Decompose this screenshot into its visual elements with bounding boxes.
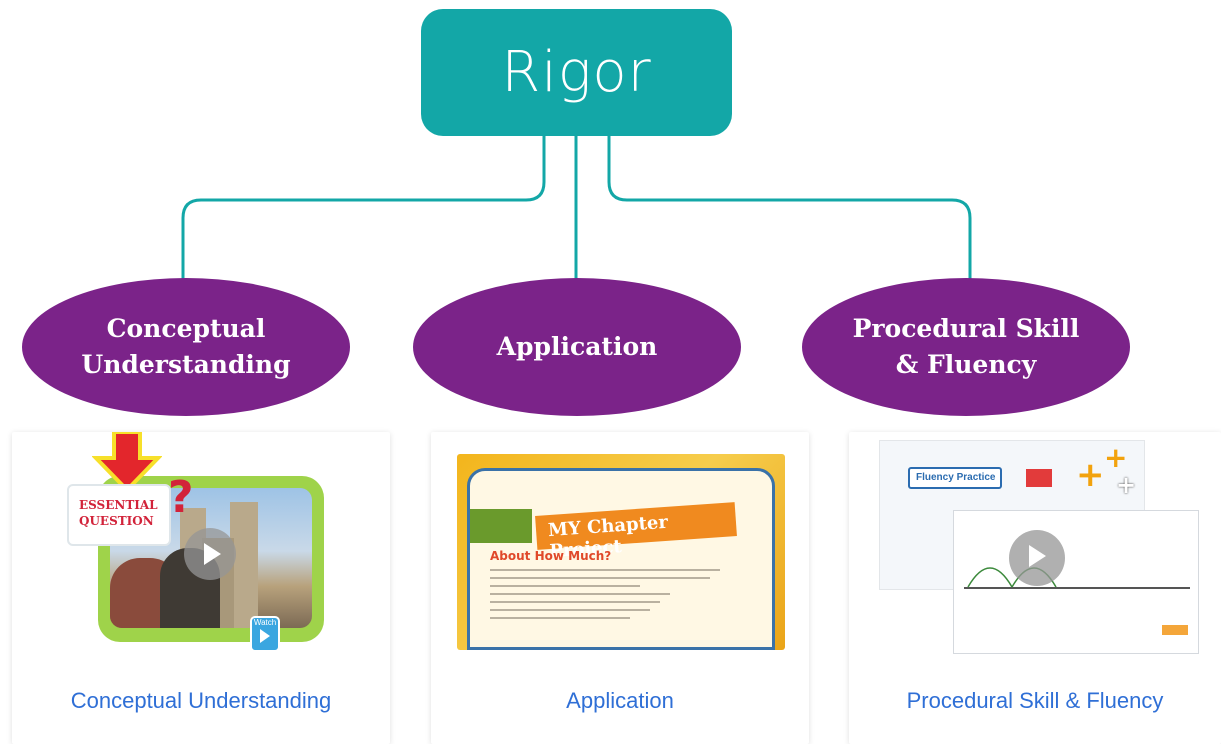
connector-right: [607, 136, 972, 280]
play-icon[interactable]: [1009, 530, 1065, 586]
node-procedural-skill-fluency: Procedural Skill & Fluency: [802, 278, 1130, 416]
node-label-line: Understanding: [81, 350, 291, 379]
number-line: [964, 587, 1190, 589]
number-line-activity: [953, 510, 1199, 654]
node-application: Application: [413, 278, 741, 416]
essential-question-badge: ESSENTIAL QUESTION: [67, 484, 171, 546]
plus-icon: +: [1116, 471, 1137, 499]
node-label-line: Procedural Skill: [852, 313, 1080, 343]
card-link-application[interactable]: Application: [566, 688, 674, 713]
project-subhead: About How Much?: [490, 549, 612, 563]
question-mark-icon: ?: [168, 472, 194, 523]
project-sheet: MY Chapter Project About How Much?: [467, 468, 775, 650]
connector-left: [181, 136, 546, 280]
fluency-title: Fluency Practice: [908, 467, 1002, 489]
thumbnail-chapter-project[interactable]: MY Chapter Project About How Much?: [457, 454, 785, 650]
text-lines: [490, 569, 720, 625]
node-conceptual-understanding: Conceptual Understanding: [22, 278, 350, 416]
arrow-down-icon: [92, 432, 162, 490]
project-title: MY Chapter Project: [535, 502, 737, 562]
card-conceptual-understanding[interactable]: ESSENTIAL QUESTION ? Watch Conceptual Un…: [12, 432, 390, 744]
green-tab: [470, 509, 532, 543]
node-label-line: Application: [496, 331, 658, 361]
node-label-line: & Fluency: [895, 350, 1037, 379]
card-procedural-skill-fluency[interactable]: Fluency Practice + + + Procedural Skill …: [849, 432, 1221, 744]
root-label: Rigor: [501, 40, 652, 105]
plus-icon: +: [1104, 441, 1128, 474]
watch-label: Watch: [253, 618, 277, 627]
card-link-conceptual[interactable]: Conceptual Understanding: [70, 688, 332, 713]
badge-text: ESSENTIAL: [79, 498, 158, 512]
card-link-procedural[interactable]: Procedural Skill & Fluency: [906, 688, 1164, 713]
watch-icon[interactable]: Watch: [250, 616, 280, 652]
badge-text: QUESTION: [79, 513, 154, 528]
node-label-line: Conceptual: [106, 313, 266, 343]
check-button[interactable]: [1162, 625, 1188, 635]
thumbnail-fluency-practice[interactable]: Fluency Practice + + +: [879, 440, 1199, 660]
play-icon[interactable]: [184, 528, 236, 580]
plus-icon: +: [1076, 455, 1105, 495]
card-application[interactable]: MY Chapter Project About How Much? Appli…: [431, 432, 809, 744]
root-node-rigor: Rigor: [421, 9, 732, 136]
thumbnail-video-conceptual[interactable]: ESSENTIAL QUESTION ? Watch: [64, 432, 334, 662]
